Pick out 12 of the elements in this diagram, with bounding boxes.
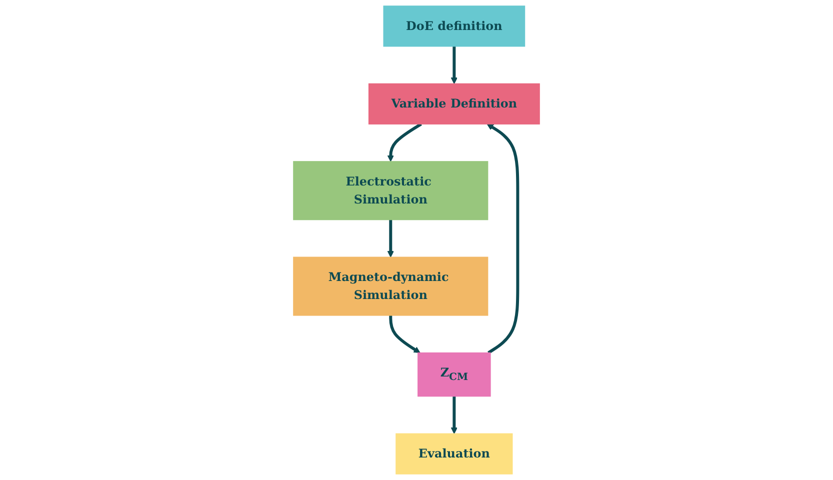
arrow — [389, 315, 420, 354]
arrow — [486, 124, 520, 354]
arrow — [387, 220, 394, 258]
node-box: Z$_{CM}$ — [418, 352, 491, 397]
node-box: Electrostatic Simulation — [293, 161, 488, 220]
arrow — [450, 46, 458, 84]
node-box: DoE definition — [383, 6, 526, 47]
node-box: Evaluation — [396, 433, 513, 474]
arrow — [450, 396, 458, 434]
node-box: Variable Definition — [368, 83, 540, 124]
arrow — [387, 122, 422, 162]
node-box: Magneto-dynamic Simulation — [293, 256, 488, 316]
